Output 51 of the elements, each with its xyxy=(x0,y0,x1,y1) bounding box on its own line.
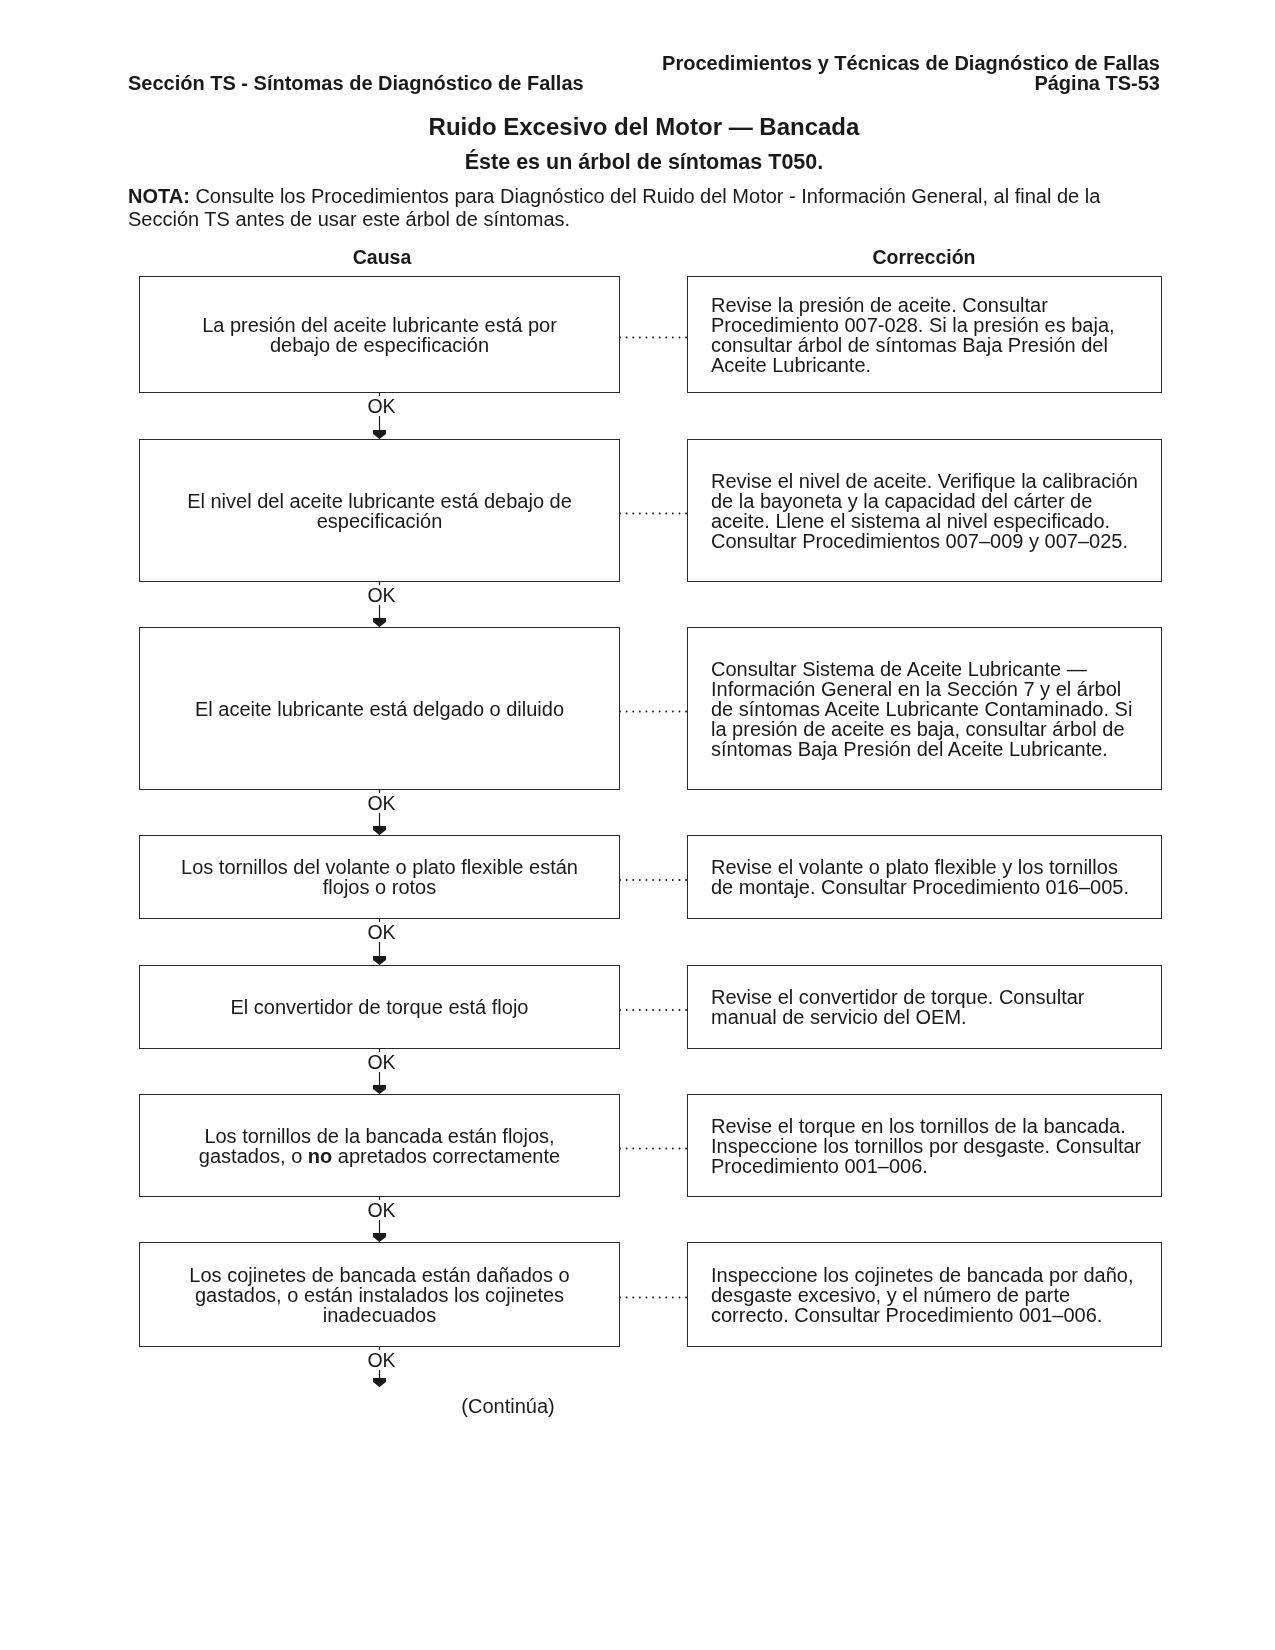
cause-box xyxy=(139,1094,620,1197)
dotted-connector xyxy=(619,879,688,881)
dotted-connector xyxy=(619,512,688,515)
edge-label: OK xyxy=(365,1350,398,1370)
correction-text: Revise el convertidor de torque. Consultar manual de servicio del OEM. xyxy=(710,987,1086,1027)
correction-text: Inspeccione los cojinetes de bancada por daño, desgaste excesivo, y el número de parte correcto. Consultar Procedimiento 001–006. xyxy=(710,1264,1135,1325)
cause-text: Los cojinetes de bancada están dañados o gastados, o están instalados los cojinetes inadecuados xyxy=(188,1264,571,1325)
edge-label: OK xyxy=(365,922,398,942)
edge-label: OK xyxy=(365,585,398,605)
correction-text: Revise el torque en los tornillos de la bancada. Inspeccione los tornillos por desgaste. Consultar Procedimiento 001–006. xyxy=(710,1115,1143,1176)
correction-text: Revise el volante o plato flexible y los tornillos de montaje. Consultar Procedimiento 016–005. xyxy=(710,857,1131,897)
correction-box xyxy=(687,276,1162,393)
dotted-connector xyxy=(619,1147,688,1150)
correction-text: Revise la presión de aceite. Consultar Procedimiento 007-028. Si la presión es baja, consultar árbol de síntomas Baja Presión del Aceite Lubricante. xyxy=(710,294,1116,375)
cause-text: El nivel del aceite lubricante está debajo de especificación xyxy=(186,490,573,531)
cause-text: El aceite lubricante está delgado o diluido xyxy=(193,698,566,719)
cause-box xyxy=(139,965,620,1049)
cause-box xyxy=(139,439,620,582)
header-text: Sección TS - Síntomas de Diagnóstico de Fallas xyxy=(128,72,584,94)
dotted-connector xyxy=(619,710,688,713)
correction-box xyxy=(687,627,1162,790)
continued-note: (Continúa) xyxy=(461,1395,555,1417)
cause-box xyxy=(139,276,620,393)
cause-text: El convertidor de torque está flojo xyxy=(229,997,530,1017)
correction-text: Consultar Sistema de Aceite Lubricante — Información General en la Sección 7 y el árbol de síntomas Aceite Lubricante Contaminado. Si la presión de aceite es baja, consultar árbol de síntomas Baja Presión del Aceite Lubricante. xyxy=(710,658,1134,759)
dotted-connector xyxy=(619,1009,688,1011)
correction-text: Revise el nivel de aceite. Verifique la calibración de la bayoneta y la capacidad del cárter de aceite. Llene el sistema al nivel especificado. Consultar Procedimientos 007–009 y 007–025. xyxy=(710,470,1139,551)
dotted-connector xyxy=(619,336,688,339)
title: Ruido Excesivo del Motor — Bancada xyxy=(428,113,860,141)
edge-label: OK xyxy=(365,396,398,416)
cause-box xyxy=(139,1242,620,1347)
correction-box xyxy=(687,1094,1162,1197)
correction-box xyxy=(687,439,1162,582)
header-text: Procedimientos y Técnicas de Diagnóstico de Fallas xyxy=(662,52,1160,74)
cause-text: Los tornillos de la bancada están flojos, gastados, o no apretados correctamente xyxy=(197,1125,562,1166)
subtitle: Éste es un árbol de síntomas T050. xyxy=(464,151,824,173)
column-heading: Causa xyxy=(352,246,412,268)
edge-label: OK xyxy=(365,1052,398,1072)
edge-label: OK xyxy=(365,1200,398,1220)
cause-box xyxy=(139,627,620,790)
correction-box xyxy=(687,1242,1162,1347)
cause-box xyxy=(139,835,620,919)
column-heading: Corrección xyxy=(872,246,976,268)
note-text: NOTA: Consulte los Procedimientos para Diagnóstico del Ruido del Motor - Información General, al final de la Sección TS antes de usar este árbol de síntomas. xyxy=(128,185,1102,231)
dotted-connector xyxy=(619,1296,688,1299)
page-number: Página TS-53 xyxy=(1034,72,1160,94)
edge-label: OK xyxy=(365,793,398,813)
cause-text: La presión del aceite lubricante está por debajo de especificación xyxy=(201,314,558,355)
correction-box xyxy=(687,965,1162,1049)
cause-text: Los tornillos del volante o plato flexible están flojos o rotos xyxy=(180,857,579,897)
correction-box xyxy=(687,835,1162,919)
